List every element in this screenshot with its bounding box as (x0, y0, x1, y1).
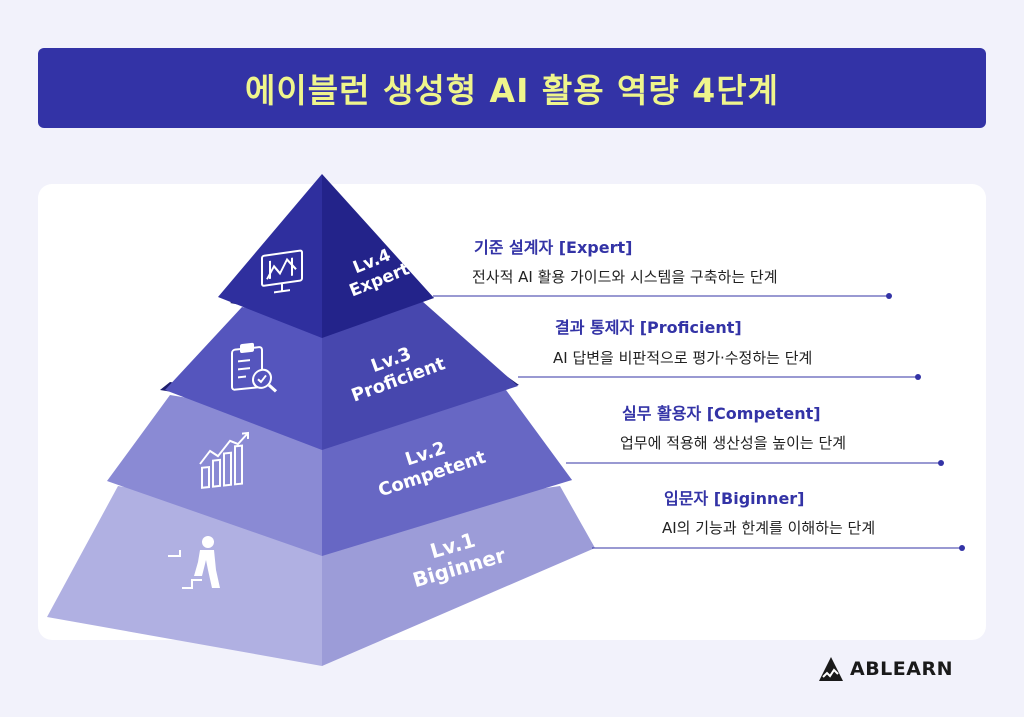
monitor-chart-icon (261, 249, 303, 294)
lv4-title: 기준 설계자 [Expert] (474, 238, 633, 257)
tier-lv4-left (218, 174, 322, 338)
lv2-title: 실무 활용자 [Competent] (622, 404, 821, 423)
lv1-description: AI의 기능과 한계를 이해하는 단계 (662, 519, 876, 537)
connector-dot-lv1 (959, 545, 965, 551)
brand-logo: ABLEARN (818, 656, 953, 682)
brand-name: ABLEARN (850, 658, 954, 680)
lv3-title: 결과 통제자 [Proficient] (555, 318, 742, 337)
ablearn-logo-icon (819, 657, 843, 681)
page-title: 에이블런 생성형 AI 활용 역량 4단계 (245, 71, 779, 110)
checklist-magnifier-icon (231, 342, 278, 393)
lv2-description: 업무에 적용해 생산성을 높이는 단계 (620, 434, 847, 452)
lv3-description: AI 답변을 비판적으로 평가·수정하는 단계 (553, 349, 813, 367)
connector-dot-lv4 (886, 293, 892, 299)
tier-lv2-right (322, 390, 572, 556)
title-bar: 에이블런 생성형 AI 활용 역량 4단계 (38, 48, 986, 128)
growth-bars-icon (199, 431, 249, 489)
connector-dot-lv2 (938, 460, 944, 466)
tier-lv4-right (322, 174, 434, 338)
climbing-person-icon (168, 536, 220, 589)
lv1-title: 입문자 [Biginner] (664, 489, 805, 508)
tier-lv3-left (165, 307, 322, 450)
tier-lv2-left (107, 395, 322, 556)
lv4-description: 전사적 AI 활용 가이드와 시스템을 구축하는 단계 (472, 268, 778, 286)
connector-dot-lv3 (915, 374, 921, 380)
tier-lv3-right (322, 301, 518, 450)
